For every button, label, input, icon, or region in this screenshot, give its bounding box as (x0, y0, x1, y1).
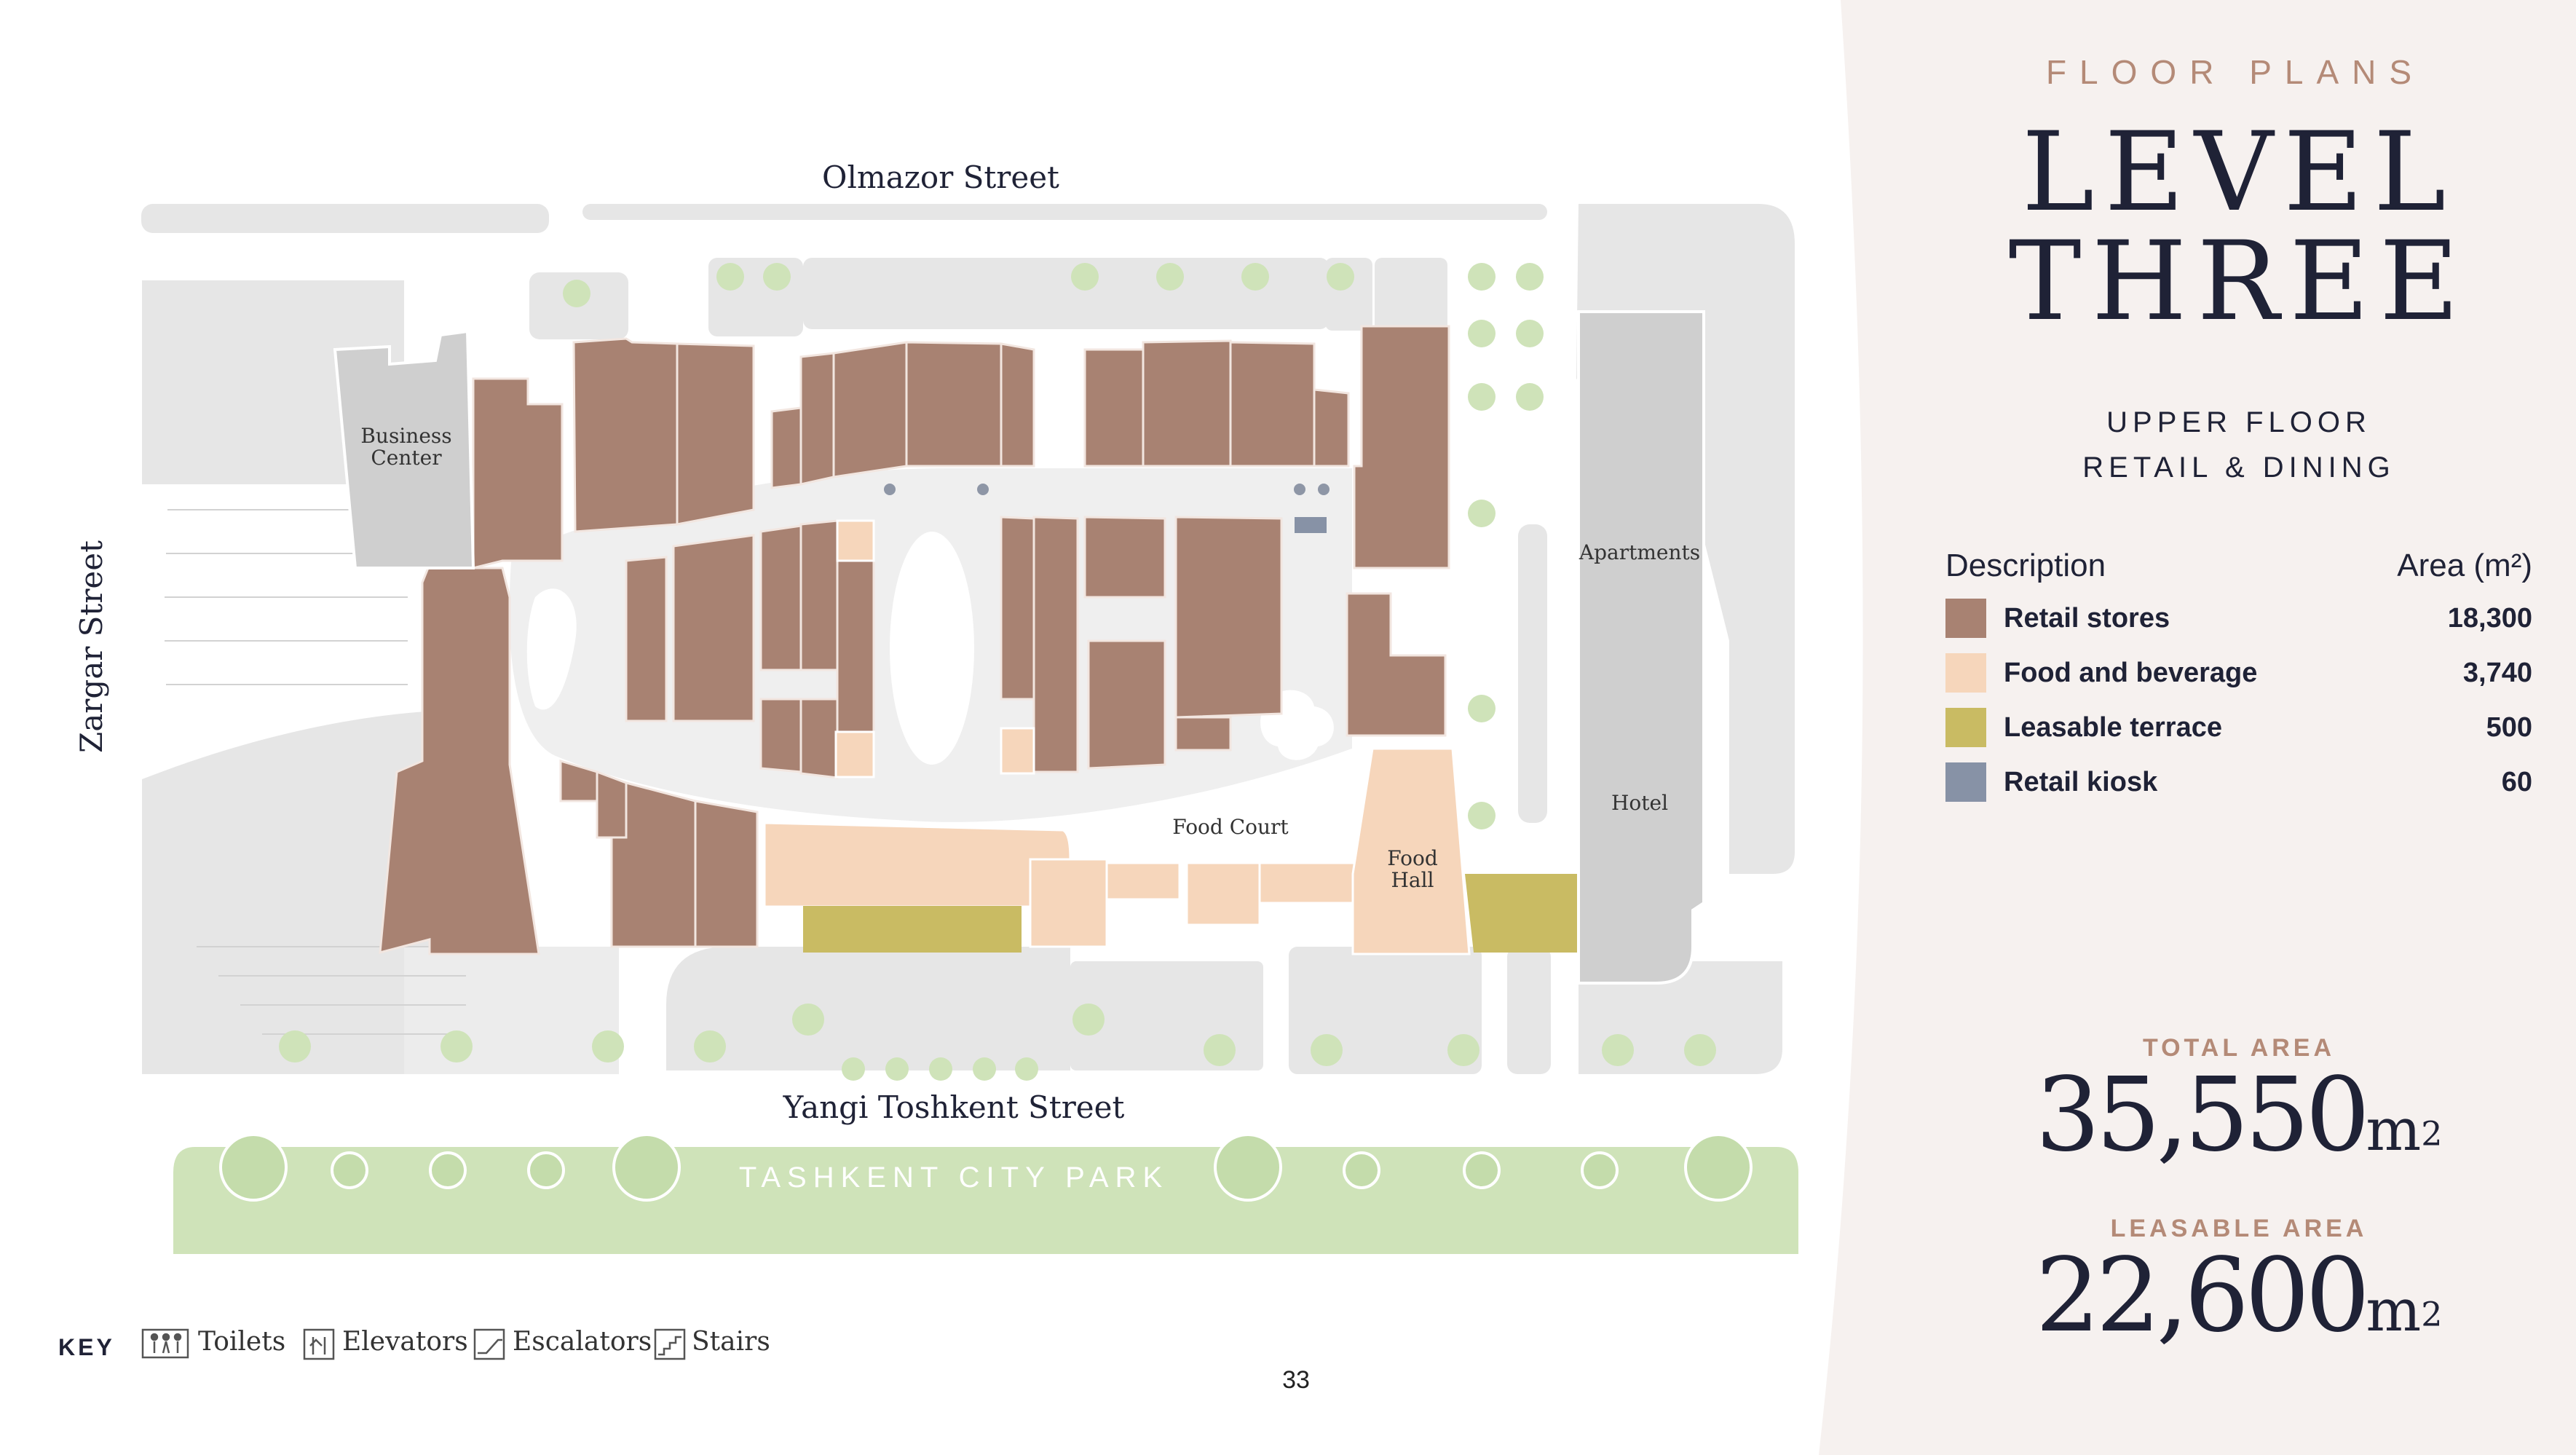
toilets-icon (141, 1328, 189, 1359)
food-hall-label-2: Hall (1391, 868, 1434, 892)
legend-row-food: Food and beverage 3,740 (1945, 653, 2532, 694)
retail-kiosk (1295, 517, 1327, 533)
legend-swatch (1945, 599, 1986, 638)
legend-area-header: Area (m²) (2397, 548, 2532, 583)
park-trees (219, 1133, 1753, 1202)
street-north: Olmazor Street (822, 159, 1059, 195)
legend-value: 500 (2486, 712, 2532, 743)
key-label: KEY (58, 1334, 115, 1360)
info-panel (1819, 0, 2576, 1455)
leasable-area-unit: m (2366, 1277, 2422, 1344)
street-south: Yangi Toshkent Street (783, 1089, 1125, 1125)
trees (279, 263, 1716, 1081)
leasable-terrace (803, 874, 1579, 953)
food-and-beverage (763, 519, 1471, 955)
legend-value: 60 (2501, 767, 2532, 797)
legend-label: Food and beverage (2004, 658, 2258, 688)
legend-label: Leasable terrace (2004, 712, 2222, 743)
apartments-label: Apartments (1579, 540, 1700, 564)
leasable-area-number: 22,600 (2035, 1237, 2370, 1355)
hotel-tower (1577, 310, 1705, 985)
total-area-label: TOTAL AREA (2142, 1034, 2336, 1062)
leasable-area-label: LEASABLE AREA (2110, 1215, 2368, 1242)
facility-markers (884, 484, 1330, 495)
eyebrow-label: FLOOR PLANS (2045, 53, 2425, 91)
street-west: Zargar Street (74, 540, 109, 753)
key-elevators-label: Elevators (342, 1327, 468, 1357)
page-title-line1: LEVEL (2021, 109, 2457, 236)
legend-label: Retail kiosk (2004, 767, 2158, 797)
legend-swatch (1945, 762, 1986, 802)
legend-description-header: Description (1945, 548, 2106, 583)
legend-row-retail: Retail stores 18,300 (1945, 599, 2532, 639)
leasable-area-unit-exp: 2 (2421, 1294, 2443, 1334)
park-label: TASHKENT CITY PARK (739, 1162, 1169, 1194)
total-area-unit-exp: 2 (2421, 1113, 2443, 1154)
legend-value: 18,300 (2447, 603, 2532, 634)
parking-fan (165, 509, 466, 1035)
subtitle-line1: UPPER FLOOR (2106, 406, 2371, 438)
total-area-value: 35,550m2 (1835, 1056, 2576, 1175)
stairs-icon (654, 1328, 686, 1360)
key-stairs-label: Stairs (692, 1327, 770, 1357)
food-hall-label-1: Food (1387, 846, 1438, 870)
legend-swatch (1945, 653, 1986, 693)
void-west (526, 588, 577, 710)
key-toilets-label: Toilets (198, 1327, 286, 1357)
escalator-icon (473, 1328, 505, 1360)
legend-row-kiosk: Retail kiosk 60 (1945, 762, 2532, 803)
business-center-label-2: Center (371, 446, 442, 470)
total-area-number: 35,550 (2035, 1056, 2370, 1175)
park (173, 1147, 1798, 1254)
hotel-label: Hotel (1611, 791, 1668, 815)
key-escalators-label: Escalators (513, 1327, 652, 1357)
page-title-line2: THREE (2008, 218, 2470, 345)
total-area-unit: m (2366, 1096, 2422, 1164)
legend-row-terrace: Leasable terrace 500 (1945, 708, 2532, 749)
page-number: 33 (1282, 1366, 1310, 1394)
business-center-label-1: Business (360, 424, 451, 448)
legend-swatch (1945, 708, 1986, 747)
legend-value: 3,740 (2462, 658, 2532, 688)
elevator-icon (303, 1328, 335, 1360)
food-court-label: Food Court (1172, 815, 1289, 839)
legend-label: Retail stores (2004, 603, 2170, 634)
retail-stores (379, 325, 1450, 955)
business-center (333, 329, 475, 569)
leasable-area-value: 22,600m2 (1835, 1237, 2576, 1355)
subtitle-line2: RETAIL & DINING (2082, 452, 2395, 484)
atrium-void (890, 532, 974, 765)
